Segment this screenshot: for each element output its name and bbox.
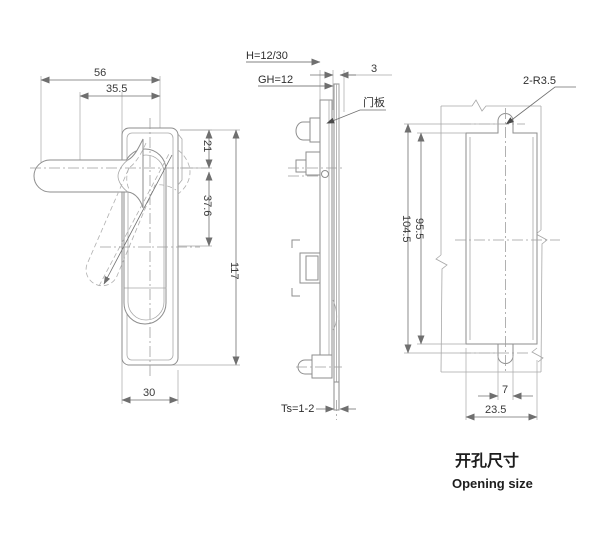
dim-30: 30 <box>121 387 179 404</box>
dim-21-label: 21 <box>201 140 213 152</box>
front-view: 56 35.5 21 37.6 117 30 <box>30 67 240 404</box>
dim-23-5: 23.5 <box>465 404 538 421</box>
opening-view: 104.5 95.5 7 23.5 2-R3.5 开孔尺寸 Opening si… <box>400 75 576 491</box>
dim-56: 56 <box>40 67 161 84</box>
side-lock-body <box>291 99 338 379</box>
front-right-profile <box>177 133 191 195</box>
dim-3: 3 <box>310 63 377 79</box>
dim-35-5-label: 35.5 <box>106 83 127 95</box>
dim-56-label: 56 <box>94 67 106 79</box>
dim-104-5-label: 104.5 <box>400 215 412 243</box>
front-lever-handle <box>33 138 144 209</box>
opening-caption-en: Opening size <box>452 476 533 491</box>
dim-23-5-label: 23.5 <box>485 404 506 416</box>
dim-117-label: 117 <box>228 262 240 280</box>
side-door-panel <box>333 83 340 411</box>
dim-117: 117 <box>228 129 240 366</box>
leader-door-panel: 门板 <box>326 95 386 124</box>
dim-95-5: 95.5 <box>413 132 425 345</box>
note-H-label: H=12/30 <box>246 50 288 62</box>
leader-door-panel-label: 门板 <box>363 95 385 109</box>
dim-7: 7 <box>478 384 533 400</box>
note-GH-label: GH=12 <box>258 74 293 86</box>
note-Ts: Ts=1-2 <box>281 403 356 415</box>
dim-95-5-label: 95.5 <box>413 218 425 239</box>
dim-35-5: 35.5 <box>79 83 161 100</box>
leader-2-R3-5: 2-R3.5 <box>505 75 576 125</box>
dim-7-label: 7 <box>502 384 508 396</box>
opening-cutout <box>465 113 544 364</box>
dim-37-6-label: 37.6 <box>201 195 213 216</box>
note-H: H=12/30 <box>246 50 321 66</box>
dim-3-label: 3 <box>371 63 377 75</box>
note-Ts-label: Ts=1-2 <box>281 403 314 415</box>
dim-104-5: 104.5 <box>400 123 412 354</box>
dim-21: 21 <box>201 129 213 169</box>
front-swing-arrow <box>103 154 173 285</box>
dim-37-6: 37.6 <box>201 171 213 247</box>
opening-inner-outline <box>469 137 534 340</box>
side-center-lines <box>288 167 345 420</box>
note-GH: GH=12 <box>258 74 334 90</box>
opening-caption: 开孔尺寸 Opening size <box>452 451 533 491</box>
opening-caption-cn: 开孔尺寸 <box>455 451 519 470</box>
leader-2-R3-5-label: 2-R3.5 <box>523 75 556 87</box>
front-center-lines <box>30 118 210 378</box>
dim-30-label: 30 <box>143 387 155 399</box>
front-handle-swing-ghost <box>85 142 177 287</box>
side-view: H=12/30 GH=12 3 门板 Ts=1-2 <box>246 50 392 420</box>
